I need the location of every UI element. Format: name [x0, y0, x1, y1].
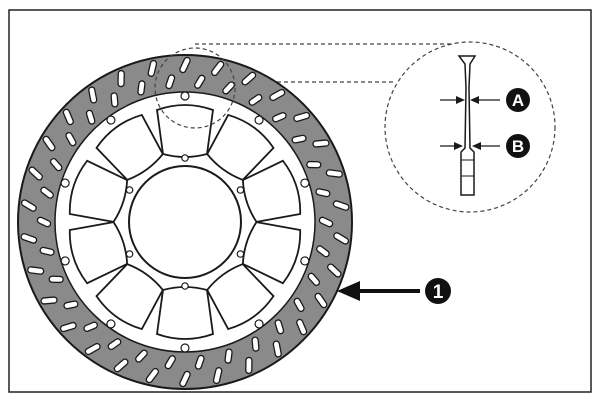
- vent-slot: [27, 266, 45, 275]
- dimension-a: [440, 96, 500, 104]
- vent-slot: [85, 109, 96, 125]
- vent-slot: [117, 69, 125, 88]
- carrier-window: [60, 221, 129, 285]
- carrier-window: [206, 263, 275, 331]
- vent-slot: [248, 93, 263, 106]
- vent-slot: [164, 355, 176, 370]
- vent-slot: [212, 367, 223, 385]
- callout-a-label: A: [512, 91, 524, 110]
- carrier-window: [156, 286, 214, 353]
- vent-slot: [306, 160, 322, 169]
- vent-slot: [20, 233, 38, 244]
- vent-slot: [40, 186, 54, 199]
- mount-hole: [125, 186, 134, 194]
- vent-slot: [316, 245, 330, 258]
- detail-source-circle: [154, 47, 236, 129]
- vent-slot: [88, 86, 98, 104]
- vent-slot: [312, 139, 330, 148]
- vent-slot: [107, 338, 122, 351]
- vent-slot: [222, 81, 235, 95]
- vent-slot: [296, 318, 308, 336]
- carrier-window: [156, 91, 214, 158]
- mount-hole: [236, 186, 245, 194]
- vent-slot: [83, 321, 98, 332]
- vent-slot: [110, 92, 119, 108]
- callout-b-label: B: [512, 137, 524, 156]
- carrier-window: [95, 113, 164, 181]
- vent-slot: [314, 292, 328, 309]
- vent-slot: [113, 358, 129, 373]
- vent-slot: [245, 356, 253, 375]
- carrier-window: [241, 221, 310, 285]
- vent-slot: [272, 340, 282, 358]
- vent-slot: [251, 336, 260, 352]
- vent-slot: [42, 135, 56, 152]
- brake-disc: [17, 54, 353, 390]
- vent-slot: [40, 296, 58, 305]
- vent-slot: [318, 216, 334, 228]
- vent-slot: [62, 108, 74, 126]
- mount-hole: [181, 154, 189, 162]
- vent-slot: [194, 354, 205, 370]
- vent-slot: [165, 74, 176, 90]
- carrier-window: [95, 263, 164, 331]
- vent-slot: [325, 169, 343, 178]
- vent-slot: [307, 272, 321, 287]
- vent-slot: [39, 246, 55, 256]
- callout-a-badge: [506, 88, 530, 112]
- carrier-window: [206, 113, 275, 181]
- vent-slot: [269, 88, 286, 102]
- thickness-detail-view: [384, 41, 556, 213]
- callout-1-arrow-head: [337, 281, 360, 301]
- vent-slot: [332, 200, 350, 211]
- callout-b-badge: [506, 134, 530, 158]
- disc-carrier: [60, 91, 310, 353]
- vent-slot: [274, 319, 285, 335]
- vent-slot: [59, 321, 77, 333]
- vent-slot: [241, 71, 257, 86]
- vent-slot: [293, 111, 311, 123]
- vent-slot: [65, 131, 77, 147]
- carrier-window: [60, 159, 129, 223]
- vent-slot: [333, 232, 350, 245]
- callout-1-label: 1: [433, 282, 444, 303]
- vent-slot: [224, 348, 233, 364]
- mount-hole: [125, 250, 134, 258]
- vent-slot: [84, 342, 101, 356]
- dimension-b: [440, 142, 500, 150]
- disc-vent-slots: [20, 56, 350, 388]
- vent-slot: [145, 367, 160, 384]
- vent-slot: [49, 157, 63, 172]
- vent-slot: [272, 112, 287, 123]
- vent-slot: [210, 60, 225, 77]
- carrier-window: [241, 159, 310, 223]
- vent-slot: [293, 297, 305, 313]
- mount-hole: [181, 282, 189, 290]
- vent-slot: [63, 300, 79, 310]
- vent-slot: [36, 216, 52, 228]
- vent-slot: [179, 370, 191, 388]
- vent-slot: [194, 74, 206, 89]
- disc-center-bore: [128, 165, 242, 279]
- vent-slot: [28, 166, 43, 181]
- vent-slot: [291, 134, 307, 144]
- vent-slot: [147, 59, 158, 77]
- callout-1-badge: [425, 278, 451, 304]
- vent-slot: [48, 275, 64, 284]
- vent-slot: [327, 263, 342, 278]
- vent-slot: [137, 80, 146, 96]
- disc-mount-holes: [125, 154, 245, 290]
- vent-slot: [135, 349, 148, 363]
- callout-a: A: [506, 88, 530, 112]
- mount-hole: [236, 250, 245, 258]
- callout-b: B: [506, 134, 530, 158]
- vent-slot: [20, 199, 37, 212]
- callout-1: 1: [337, 278, 451, 304]
- vent-slot: [315, 188, 331, 198]
- vent-slot: [179, 56, 191, 74]
